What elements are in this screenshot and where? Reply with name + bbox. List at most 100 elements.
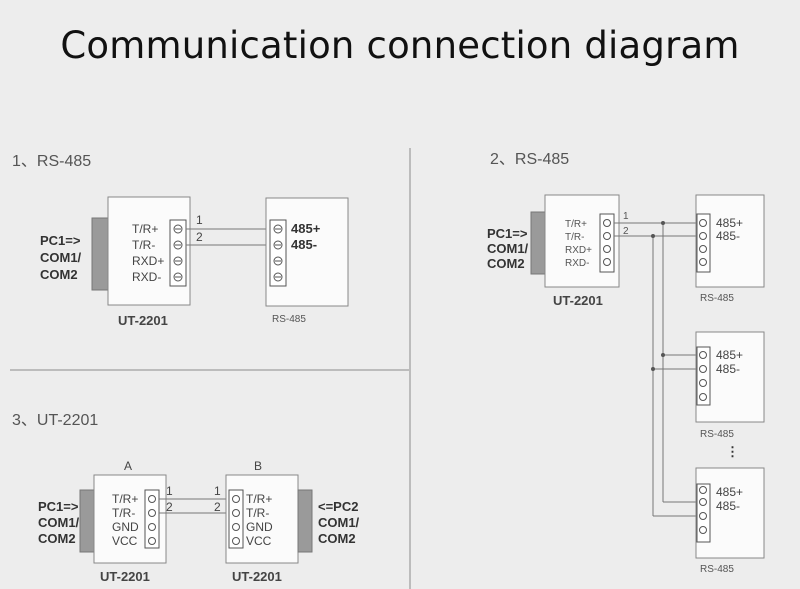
rs485-device-1-label: RS-485 bbox=[700, 293, 734, 304]
terminal-screw bbox=[699, 379, 707, 387]
rs485-pin-plus: 485+ bbox=[716, 485, 743, 499]
pin-label-vcc: VCC bbox=[246, 534, 272, 548]
rs485-pin-minus: 485- bbox=[716, 362, 740, 376]
junction-dot bbox=[651, 234, 655, 238]
page-title: Communication connection diagram bbox=[60, 24, 740, 67]
terminal-screw bbox=[699, 219, 707, 227]
pc-label-line-3: COM2 bbox=[487, 256, 525, 271]
section-2: 2、RS-485 PC1=> COM1/ COM2 T/R+ T/R- RXD+… bbox=[487, 151, 765, 575]
pin-label-tr-plus: T/R+ bbox=[246, 492, 272, 506]
db9-plug-b bbox=[297, 489, 313, 553]
pin-label-tr-plus: T/R+ bbox=[132, 222, 158, 236]
db9-plug-a bbox=[79, 489, 95, 553]
terminal-block-a bbox=[144, 489, 160, 549]
terminal-screw bbox=[699, 245, 707, 253]
pc-label-line-2: COM1/ bbox=[487, 241, 529, 256]
terminal-screw bbox=[699, 365, 707, 373]
section-3-heading: 3、UT-2201 bbox=[12, 412, 98, 429]
pin-label-tr-minus: T/R- bbox=[112, 506, 135, 520]
pc-b-label-line-1: <=PC2 bbox=[318, 499, 358, 514]
more-devices-ellipsis: ⋮ bbox=[726, 444, 739, 459]
rs485-device-2-label: RS-485 bbox=[700, 429, 734, 440]
pc-a-label-line-3: COM2 bbox=[38, 531, 76, 546]
rs485-pin-plus: 485+ bbox=[716, 216, 743, 230]
db9-plug bbox=[91, 217, 109, 291]
wire-1-label: 1 bbox=[623, 211, 629, 222]
pc-a-label-line-1: PC1=> bbox=[38, 499, 79, 514]
rs485-terminal-block bbox=[269, 219, 287, 287]
terminal-block bbox=[696, 346, 711, 406]
rs485-terminal-screws bbox=[273, 224, 283, 282]
terminal-screw bbox=[232, 509, 240, 517]
pin-label-gnd: GND bbox=[112, 520, 139, 534]
terminal-screw bbox=[232, 495, 240, 503]
device-label: UT-2201 bbox=[553, 293, 603, 308]
pin-label-gnd: GND bbox=[246, 520, 273, 534]
terminal-screws bbox=[173, 224, 183, 282]
terminal-block bbox=[169, 219, 187, 287]
pc-label-line-1: PC1=> bbox=[487, 226, 528, 241]
terminal-screw bbox=[699, 498, 707, 506]
pc-label-line-3: COM2 bbox=[40, 267, 78, 282]
wire-1-label-b: 1 bbox=[214, 484, 221, 498]
terminal-block-b bbox=[228, 489, 244, 549]
wire-1-label-a: 1 bbox=[166, 484, 173, 498]
wire-2-label: 2 bbox=[196, 230, 203, 244]
terminal-screw bbox=[699, 258, 707, 266]
wire-1-label: 1 bbox=[196, 213, 203, 227]
terminal-screw bbox=[232, 523, 240, 531]
terminal-screw bbox=[699, 486, 707, 494]
terminal-screw bbox=[148, 495, 156, 503]
wire-2-label-b: 2 bbox=[214, 500, 221, 514]
rs485-pin-minus: 485- bbox=[716, 499, 740, 513]
box-b-label: B bbox=[254, 459, 262, 473]
pin-label-rxd-minus: RXD- bbox=[132, 270, 161, 284]
pc-label-line-2: COM1/ bbox=[40, 250, 82, 265]
terminal-block bbox=[599, 213, 615, 273]
terminal-block bbox=[696, 213, 711, 273]
rs485-pin-minus: 485- bbox=[291, 237, 317, 252]
pin-label-rxd-plus: RXD+ bbox=[565, 245, 592, 256]
rs485-device-3-label: RS-485 bbox=[700, 564, 734, 575]
junction-dot bbox=[651, 367, 655, 371]
device-a-label: UT-2201 bbox=[100, 569, 150, 584]
section-1-heading: 1、RS-485 bbox=[12, 153, 91, 170]
terminal-screw bbox=[148, 509, 156, 517]
device-label: UT-2201 bbox=[118, 313, 168, 328]
terminal-screw bbox=[699, 512, 707, 520]
pin-label-rxd-plus: RXD+ bbox=[132, 254, 164, 268]
section-2-heading: 2、RS-485 bbox=[490, 151, 569, 168]
pin-label-tr-minus: T/R- bbox=[246, 506, 269, 520]
terminal-screw bbox=[699, 526, 707, 534]
terminal-screw bbox=[148, 523, 156, 531]
section-1: 1、RS-485 PC1=> COM1/ COM2 T/R+ T/R- RXD+… bbox=[12, 153, 349, 328]
terminal-screw bbox=[699, 393, 707, 401]
pin-label-tr-minus: T/R- bbox=[565, 232, 584, 243]
rs485-pin-plus: 485+ bbox=[291, 221, 321, 236]
rs485-device-label: RS-485 bbox=[272, 314, 306, 325]
pin-label-rxd-minus: RXD- bbox=[565, 258, 589, 269]
terminal-screw bbox=[699, 351, 707, 359]
terminal-screws bbox=[603, 219, 611, 266]
pc-b-label-line-3: COM2 bbox=[318, 531, 356, 546]
terminal-screw bbox=[232, 537, 240, 545]
section-3: 3、UT-2201 A B PC1=> COM1/ COM2 T/R+ T/R-… bbox=[12, 412, 360, 584]
db9-plug bbox=[530, 211, 546, 275]
pin-label-tr-plus: T/R+ bbox=[112, 492, 138, 506]
rs485-pin-minus: 485- bbox=[716, 229, 740, 243]
junction-dot bbox=[661, 221, 665, 225]
wire-2-label-a: 2 bbox=[166, 500, 173, 514]
device-b-label: UT-2201 bbox=[232, 569, 282, 584]
box-a-label: A bbox=[124, 459, 132, 473]
terminal-screw bbox=[148, 537, 156, 545]
pin-label-tr-plus: T/R+ bbox=[565, 219, 587, 230]
rs485-pin-plus: 485+ bbox=[716, 348, 743, 362]
pin-label-vcc: VCC bbox=[112, 534, 138, 548]
junction-dot bbox=[661, 353, 665, 357]
pc-b-label-line-2: COM1/ bbox=[318, 515, 360, 530]
pc-label-line-1: PC1=> bbox=[40, 233, 81, 248]
pc-a-label-line-2: COM1/ bbox=[38, 515, 80, 530]
wire-2-label: 2 bbox=[623, 226, 629, 237]
pin-label-tr-minus: T/R- bbox=[132, 238, 155, 252]
